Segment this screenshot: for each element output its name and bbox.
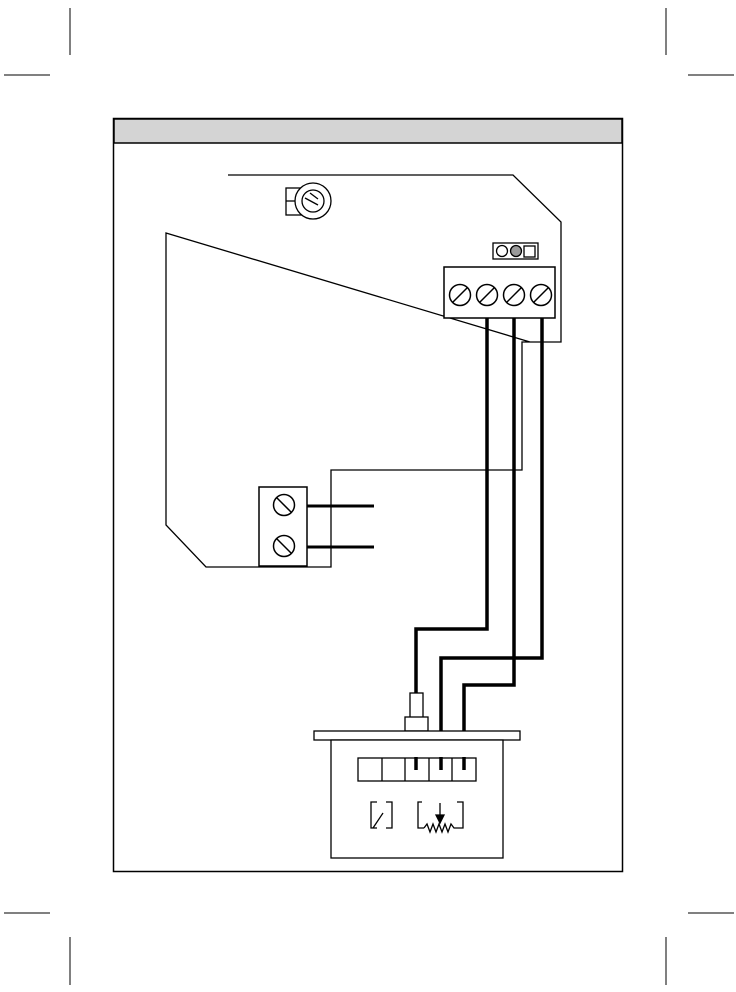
terminal-screw	[274, 536, 295, 557]
two-pole-terminal-block	[259, 487, 307, 566]
fader-knob-collar	[405, 717, 428, 731]
fader-knob-stem	[410, 693, 423, 718]
header-band	[114, 119, 622, 143]
terminal-screw	[504, 285, 525, 306]
terminal-screw	[450, 285, 471, 306]
fader-mounting-plate	[314, 731, 520, 740]
led-indicator-icon	[493, 243, 538, 259]
terminal-screw	[531, 285, 552, 306]
terminal-screw	[274, 495, 295, 516]
trim-pot-icon	[286, 183, 331, 219]
terminal-screw	[477, 285, 498, 306]
four-pole-terminal-block	[444, 267, 555, 318]
